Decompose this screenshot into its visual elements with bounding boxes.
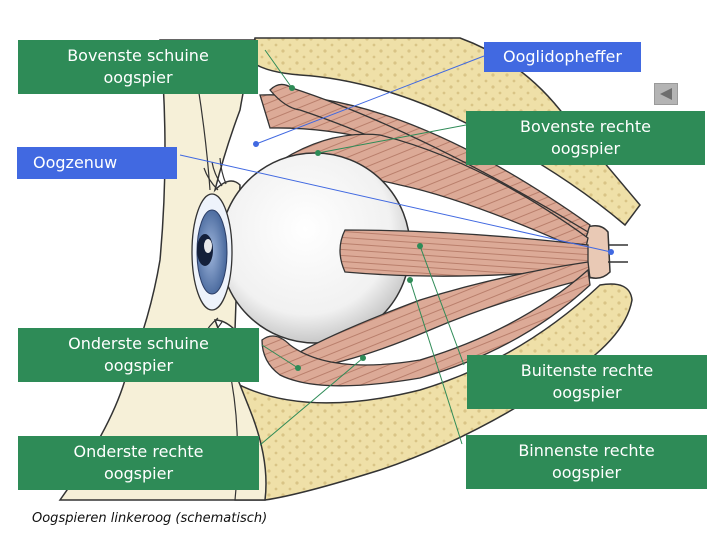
- annulus-tendon: [584, 225, 611, 279]
- pointer-bovenste-rechte: [317, 124, 467, 154]
- pointer-onderste-rechte: [259, 357, 364, 446]
- eyelid-skin: [58, 39, 267, 501]
- pointer-oogzenuw: [179, 154, 612, 253]
- label-onderste-rechte-oogspier: Onderste rechte oogspier: [18, 436, 259, 490]
- figure-caption: Oogspieren linkeroog (schematisch): [32, 511, 268, 526]
- label-ooglidopheffer: Ooglidopheffer: [484, 42, 641, 72]
- pointer-ooglidopheffer: [255, 55, 485, 145]
- pointer-buitenste-rechte: [419, 245, 465, 366]
- label-bovenste-schuine-oogspier: Bovenste schuine oogspier: [18, 40, 258, 94]
- label-onderste-schuine-oogspier: Onderste schuine oogspier: [18, 328, 259, 382]
- orbit-bone-lower: [227, 283, 633, 501]
- pointer-bovenste-schuine: [264, 49, 293, 89]
- triangle-left-icon: [660, 88, 672, 100]
- label-oogzenuw: Oogzenuw: [17, 147, 177, 179]
- label-buitenste-rechte-oogspier: Buitenste rechte oogspier: [467, 355, 707, 409]
- label-bovenste-rechte-oogspier: Bovenste rechte oogspier: [466, 111, 705, 165]
- pointer-onderste-schuine: [261, 344, 299, 369]
- inferior-oblique-muscle: [261, 268, 591, 387]
- pointer-binnenste-rechte: [409, 279, 463, 445]
- back-button[interactable]: [654, 83, 678, 105]
- label-binnenste-rechte-oogspier: Binnenste rechte oogspier: [466, 435, 707, 489]
